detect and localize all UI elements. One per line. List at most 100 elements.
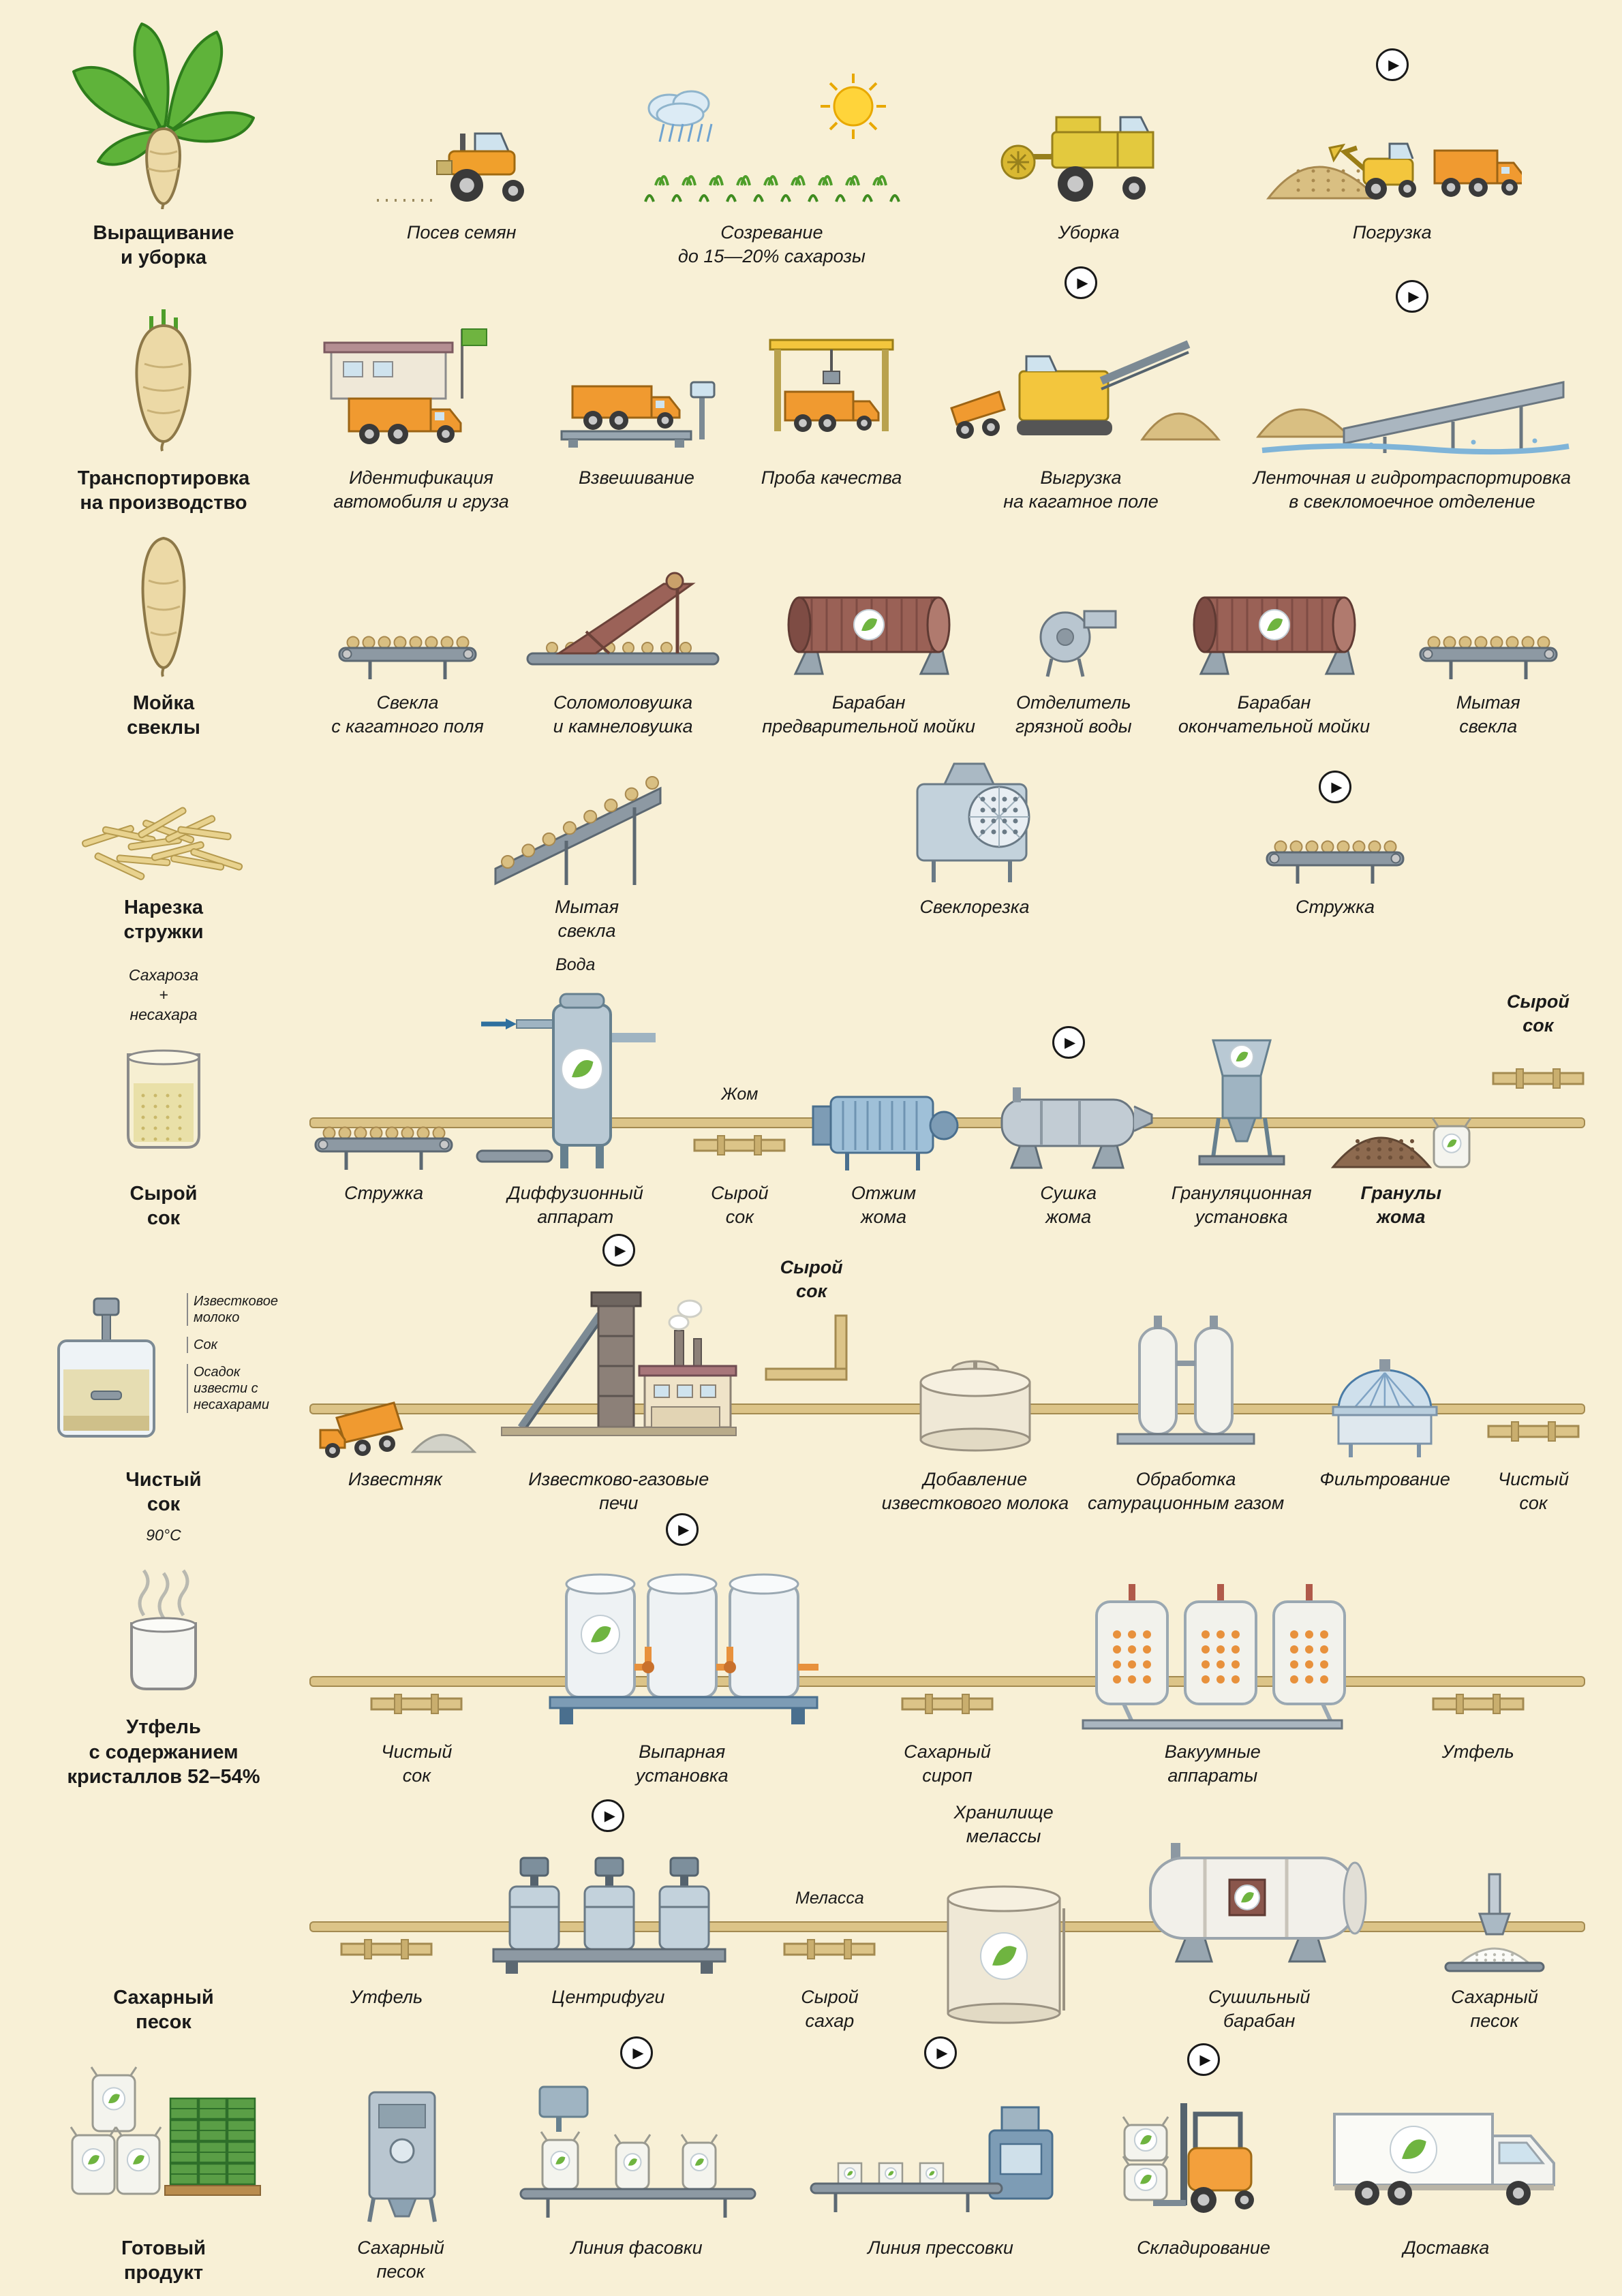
step-label: Обработка сатурационным газом bbox=[1087, 1469, 1285, 1514]
play-icon: ▶ bbox=[678, 1521, 690, 1538]
play-button[interactable]: ▶ bbox=[1319, 771, 1351, 803]
step-label: Известково-газовые печи bbox=[528, 1469, 709, 1514]
truck-box-icon bbox=[1323, 2090, 1569, 2229]
side-note: 90°C bbox=[146, 1525, 181, 1544]
pipe-icon bbox=[369, 1669, 464, 1733]
play-button[interactable]: ▶ bbox=[602, 1234, 635, 1267]
step-loading: ▶ Погрузка bbox=[1263, 48, 1522, 270]
play-button[interactable]: ▶ bbox=[924, 2036, 957, 2069]
row-steps: Свекла с кагатного поля Соломоловушка и … bbox=[300, 551, 1595, 740]
unloading-icon bbox=[938, 306, 1224, 459]
play-button[interactable]: ▶ bbox=[620, 2036, 653, 2069]
step-mixer-tank: Добавление известкового молока bbox=[882, 1335, 1069, 1517]
play-icon: ▶ bbox=[1199, 2051, 1211, 2068]
beet-root-icon bbox=[95, 301, 232, 458]
outlet-icon bbox=[1433, 1866, 1556, 1979]
step-pipe: Утфель bbox=[339, 1914, 434, 2034]
row-steps: Идентификация автомобиля и груза Взвешив… bbox=[300, 266, 1595, 515]
step-kiln: ▶ Известково-газовые печи bbox=[496, 1234, 741, 1517]
row-title: Сырой сок bbox=[129, 1182, 198, 1229]
dryer-icon bbox=[1130, 1825, 1389, 1979]
step-pipe: Чистый сок bbox=[1486, 1396, 1581, 1517]
step-label: Сахарный песок bbox=[357, 2237, 444, 2282]
belt-water-icon bbox=[1249, 320, 1576, 459]
play-button[interactable]: ▶ bbox=[1065, 266, 1097, 299]
step-label: Доставка bbox=[1403, 2237, 1490, 2258]
step-label: Выпарная установка bbox=[635, 1741, 729, 1786]
step-centrifuges: ▶ Центрифуги bbox=[478, 1799, 737, 2034]
molasses-tank-icon bbox=[922, 1854, 1086, 2034]
truck-station-icon bbox=[319, 320, 523, 459]
step-pipe: Сырой сок bbox=[1490, 990, 1586, 1108]
play-icon: ▶ bbox=[1077, 275, 1088, 291]
conveyor-icon bbox=[1260, 810, 1410, 888]
row-legend: Сахароза + несахара Сырой сок bbox=[27, 965, 300, 1230]
pipe-icon bbox=[782, 1914, 877, 1979]
harvester-icon bbox=[994, 91, 1184, 214]
step-dump-truck: Известняк bbox=[313, 1355, 477, 1517]
step-label: Гранулы жома bbox=[1360, 1183, 1442, 1228]
step-truck-probe: Проба качества bbox=[750, 326, 913, 515]
trap-icon bbox=[521, 551, 725, 684]
kiln-icon bbox=[496, 1273, 741, 1461]
play-button[interactable]: ▶ bbox=[1187, 2043, 1220, 2076]
flow-note: Вода bbox=[555, 955, 596, 974]
vacuum-icon bbox=[1069, 1566, 1356, 1733]
step-granule-pile: Гранулы жома bbox=[1326, 1069, 1476, 1230]
row-title: Мойка свеклы bbox=[127, 692, 200, 739]
row-legend: Выращивание и уборка bbox=[27, 5, 300, 270]
side-note: Сахароза + несахара bbox=[128, 966, 199, 1023]
row-legend: 90°C Утфель с содержанием кристаллов 52–… bbox=[27, 1525, 300, 1790]
centrifuges-icon bbox=[478, 1839, 737, 1979]
step-tractor: Посев семян bbox=[373, 98, 550, 270]
twin-columns-icon bbox=[1104, 1301, 1268, 1461]
play-button[interactable]: ▶ bbox=[665, 1513, 699, 1546]
step-drum-brown: Барабан окончательной мойки bbox=[1172, 565, 1377, 740]
tractor-icon bbox=[373, 98, 550, 214]
step-label: Сахарный сироп bbox=[904, 1741, 991, 1786]
step-label: Вакуумные аппараты bbox=[1164, 1741, 1261, 1786]
play-button[interactable]: ▶ bbox=[592, 1799, 625, 1832]
play-button[interactable]: ▶ bbox=[1052, 1026, 1085, 1059]
pressing-icon bbox=[797, 2076, 1084, 2229]
row-title: Сахарный песок bbox=[113, 1986, 214, 2033]
play-icon: ▶ bbox=[1331, 779, 1343, 795]
press-icon bbox=[802, 1066, 966, 1175]
step-label: Грануляционная установка bbox=[1171, 1183, 1312, 1228]
row-steps: Чистый сок▶ Выпарная установка Сахарный … bbox=[300, 1513, 1595, 1789]
filter-icon bbox=[1303, 1341, 1467, 1461]
conveyor-icon bbox=[1413, 606, 1563, 684]
step-drum-brown: Барабан предварительной мойки bbox=[762, 565, 975, 740]
separator-icon bbox=[1012, 585, 1135, 684]
drum-brown-icon bbox=[1172, 565, 1377, 684]
drum-brown-icon bbox=[767, 565, 971, 684]
step-label: Линия прессовки bbox=[868, 2237, 1013, 2258]
conveyor-icon bbox=[309, 1096, 459, 1175]
step-label: Барабан окончательной мойки bbox=[1178, 692, 1371, 737]
row-legend: Сахарный песок bbox=[27, 1977, 300, 2035]
pipe-icon bbox=[339, 1914, 434, 1979]
play-button[interactable]: ▶ bbox=[1396, 280, 1428, 313]
evaporators-icon bbox=[539, 1553, 825, 1733]
play-button[interactable]: ▶ bbox=[1375, 48, 1409, 81]
flow-note: Меласса bbox=[795, 1889, 864, 1908]
single-beet-icon bbox=[123, 526, 204, 683]
step-label: Диффузионный аппарат bbox=[507, 1183, 643, 1228]
step-label: Фильтрование bbox=[1319, 1469, 1450, 1489]
process-row-transport: Транспортировка на производство Идентифи… bbox=[20, 266, 1602, 521]
step-label: Сырой сок bbox=[1506, 991, 1570, 1036]
step-diffusion: Вода Диффузионный аппарат bbox=[473, 955, 677, 1230]
step-label: Сушильный барабан bbox=[1208, 1987, 1311, 2032]
step-conveyor: Мытая свекла bbox=[1413, 606, 1563, 740]
pipe-icon bbox=[1490, 1043, 1586, 1108]
row-title: Чистый сок bbox=[125, 1468, 202, 1515]
step-cutter: Свеклорезка bbox=[879, 749, 1070, 944]
process-row-massecuite: 90°C Утфель с содержанием кристаллов 52–… bbox=[20, 1513, 1602, 1795]
step-granulator: Грануляционная установка bbox=[1172, 1021, 1312, 1230]
row-title: Выращивание и уборка bbox=[93, 221, 234, 268]
step-label: Барабан предварительной мойки bbox=[762, 692, 976, 737]
row-legend: Готовый продукт bbox=[27, 2051, 300, 2286]
